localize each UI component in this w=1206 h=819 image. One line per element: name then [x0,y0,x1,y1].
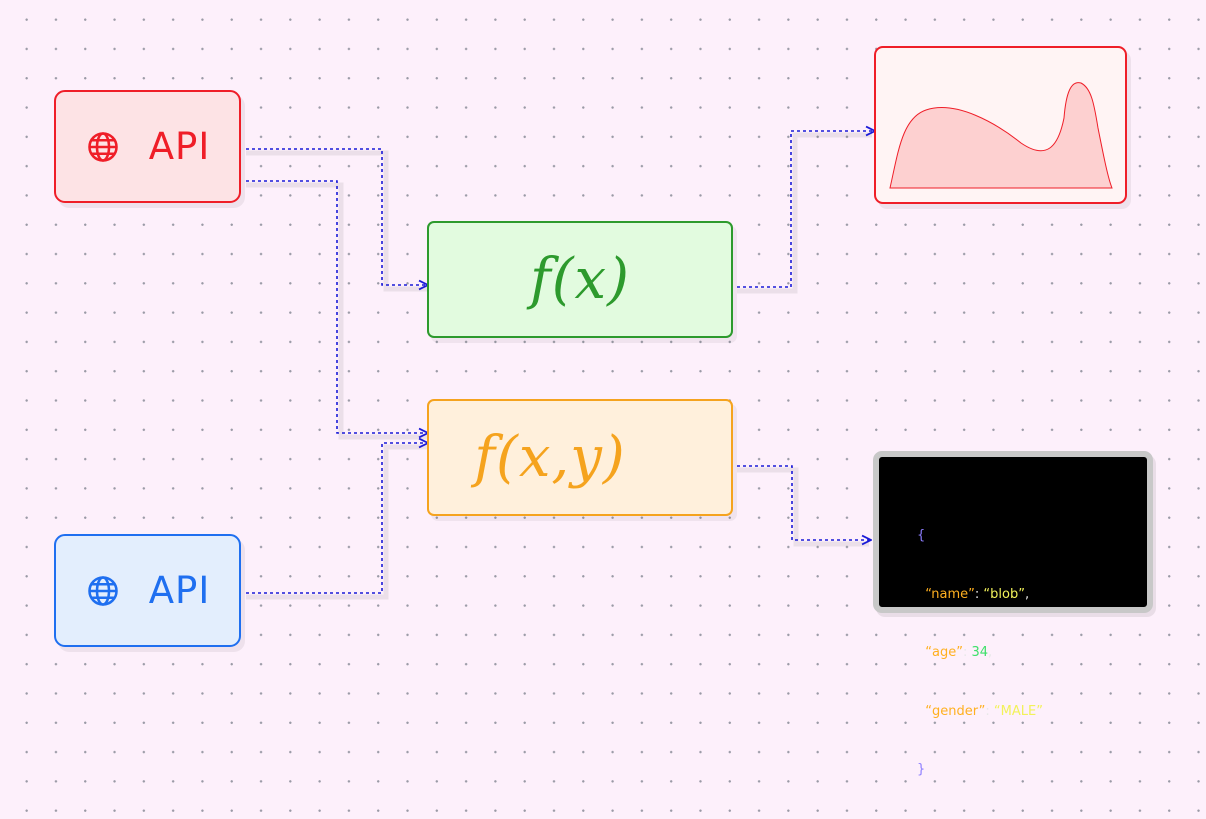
api-label: API [149,125,211,168]
globe-icon [85,129,121,165]
globe-icon [85,573,121,609]
connector-fx-to-chart [737,131,875,287]
json-value-name: “blob” [983,587,1025,602]
api-source-blue[interactable]: API [54,534,241,647]
json-value-gender: “MALE” [994,704,1043,719]
json-output-card[interactable]: { “name”: “blob”, “age”: 34, “gender”: “… [873,451,1153,613]
json-key-age: “age” [925,645,963,660]
function-node-fxy[interactable]: f(x,y) [427,399,733,516]
area-chart-graphic [876,48,1129,206]
json-close-brace: } [917,762,925,777]
connector-blue-api-to-fxy [246,443,428,593]
connector-red-api-to-fxy [246,181,428,433]
json-open-brace: { [917,528,925,543]
function-node-fx[interactable]: f(x) [427,221,733,338]
connector-fxy-to-json [737,466,871,540]
api-source-red[interactable]: API [54,90,241,203]
json-key-gender: “gender” [925,704,985,719]
api-label: API [149,569,211,612]
json-value-age: 34 [971,645,988,660]
chart-output-card[interactable] [874,46,1127,204]
density-area [890,83,1112,188]
json-code: { “name”: “blob”, “age”: 34, “gender”: “… [917,487,1043,819]
function-label: f(x,y) [474,425,625,490]
function-label: f(x) [530,247,630,312]
json-key-name: “name” [925,587,975,602]
